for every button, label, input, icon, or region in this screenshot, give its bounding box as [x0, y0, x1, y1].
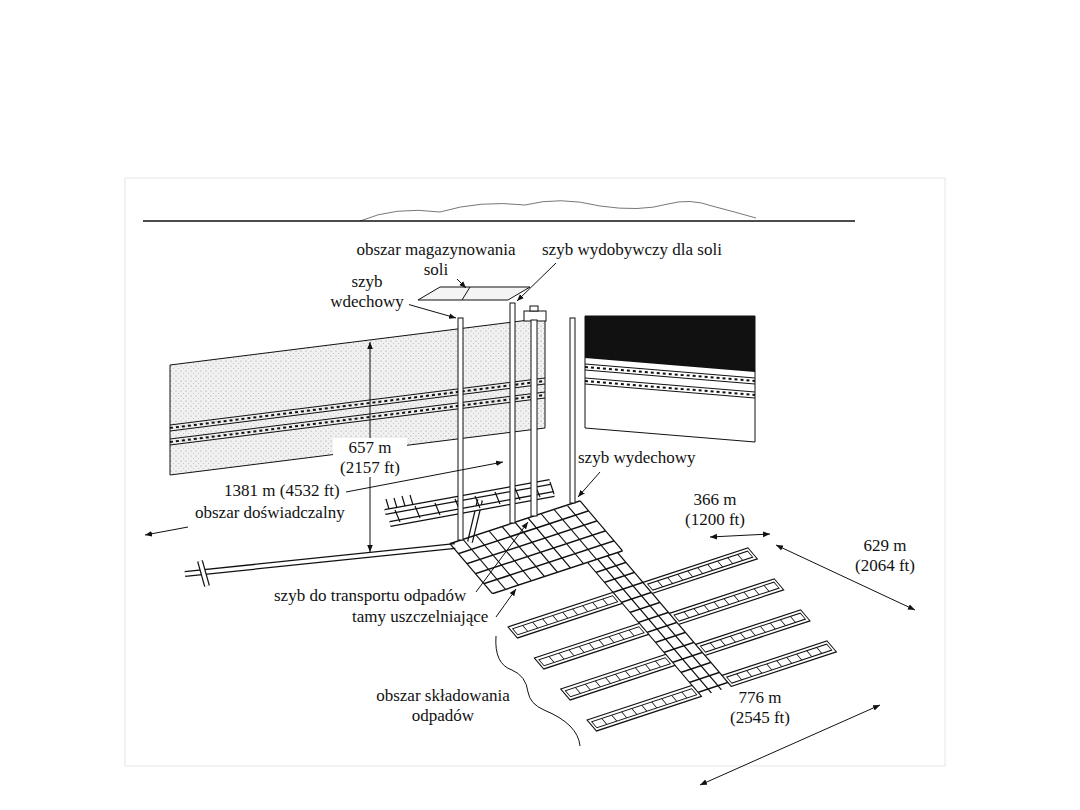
- disposal-panel: [534, 623, 648, 669]
- stratum-line: [170, 384, 545, 431]
- leader-lines: [407, 263, 600, 617]
- exhaust-shaft: [570, 318, 575, 503]
- salt-storage-divider: [462, 287, 470, 300]
- rock-strata: [585, 364, 755, 398]
- callout-label: obszar doświadczalny: [193, 503, 347, 523]
- salt-storage-pad: [418, 287, 530, 300]
- stratum-line: [585, 364, 755, 378]
- drift: [200, 561, 207, 586]
- stratum-line: [585, 384, 755, 398]
- disposal-panel: [587, 685, 701, 731]
- callout-label: szyb wydechowy: [576, 448, 698, 468]
- stratum-line: [585, 378, 755, 392]
- scan-frame: [125, 178, 945, 766]
- intake-shaft: [458, 318, 463, 540]
- disposal-panel: [669, 579, 783, 625]
- rock-block-side: [585, 316, 755, 442]
- dimension-label: 1381 m (4532 ft): [222, 481, 342, 501]
- rock-block-dark: [585, 316, 755, 372]
- hills: [360, 201, 756, 221]
- stratum-line: [585, 381, 755, 395]
- dimension-line: [145, 527, 188, 535]
- disposal-panel: [561, 654, 675, 700]
- drift: [185, 546, 455, 574]
- callout-label: tamy uszczelniające: [350, 607, 490, 627]
- stratum-line: [170, 395, 545, 442]
- disposal-panel: [508, 592, 622, 638]
- callout-label: szyb wdechowy: [325, 272, 409, 311]
- stratum-line: [170, 392, 545, 439]
- salt-shaft: [510, 303, 515, 523]
- callout-label: obszar składowania odpadów: [368, 686, 518, 725]
- stratum-line: [170, 378, 545, 425]
- headframe: [530, 306, 538, 311]
- disposal-panel: [722, 641, 836, 687]
- leader-line: [476, 522, 528, 592]
- dimension-label: 629 m (2064 ft): [848, 536, 922, 575]
- disposal-panel: [696, 610, 810, 656]
- leader-line: [578, 472, 600, 497]
- stratum-line: [170, 381, 545, 428]
- dimension-label: 657 m (2157 ft): [333, 438, 407, 477]
- dimension-label: 366 m (1200 ft): [678, 490, 752, 529]
- stratum-line: [585, 370, 755, 384]
- disposal-panel: [643, 548, 757, 594]
- stratum-line: [585, 367, 755, 381]
- test-rooms: [386, 495, 413, 509]
- callout-label: szyb wydobywczy dla soli: [540, 240, 724, 260]
- waste-shaft: [531, 320, 537, 516]
- dimension-line: [710, 534, 770, 537]
- drift: [200, 561, 207, 586]
- dimension-lines: [145, 342, 915, 785]
- drift: [185, 546, 455, 574]
- callout-label: szyb do transportu odpadów: [272, 586, 468, 606]
- ground-surface: [143, 220, 855, 222]
- leader-line: [407, 304, 456, 318]
- dimension-label: 776 m (2545 ft): [723, 688, 797, 727]
- drift-rungs: [395, 482, 554, 522]
- rock-strata: [170, 378, 545, 445]
- leader-line: [496, 589, 516, 617]
